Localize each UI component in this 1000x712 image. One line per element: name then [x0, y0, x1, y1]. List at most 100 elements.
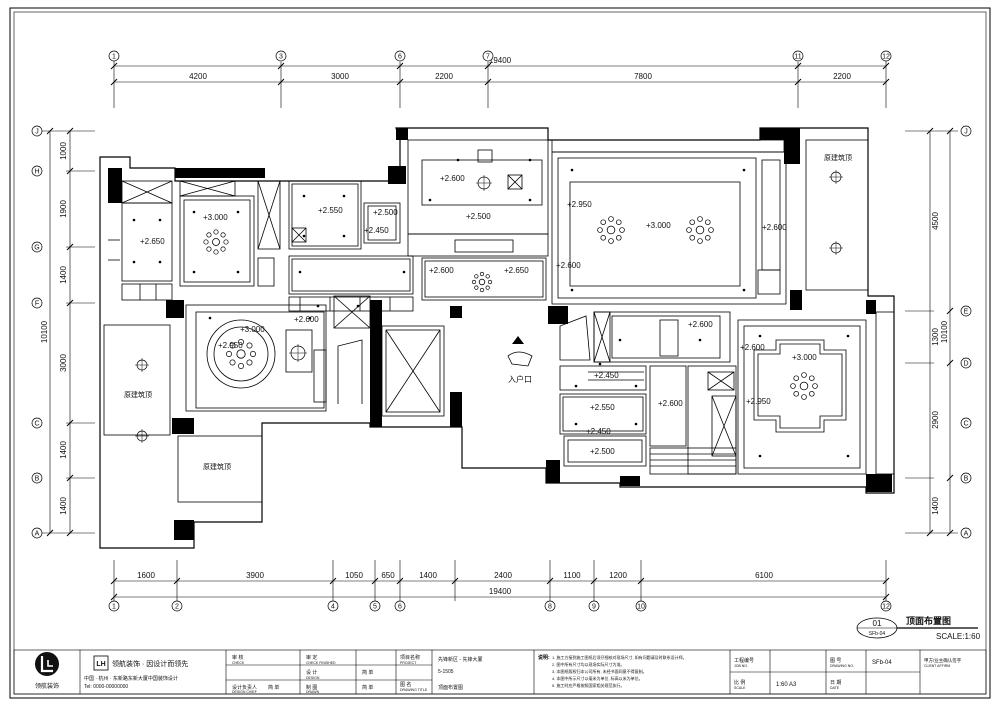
- height-label: +2.600: [740, 343, 765, 352]
- spot-light-icon: [308, 316, 312, 320]
- spot-light-icon: [570, 288, 574, 292]
- dim-right-3: 2900: [931, 411, 940, 429]
- drawing-title: 顶面布置图: [906, 615, 951, 626]
- spot-light-icon: [846, 454, 850, 458]
- svg-text:12: 12: [882, 54, 890, 61]
- cell-date: 日 期: [830, 680, 841, 686]
- svg-text:5: 5: [373, 604, 377, 611]
- chandelier-icon: [203, 229, 229, 255]
- svg-text:1: 1: [112, 54, 116, 61]
- height-label: +2.600: [658, 399, 683, 408]
- drawing-scale: SCALE:1:60: [936, 632, 981, 641]
- height-label: +2.500: [466, 212, 491, 221]
- floor-plan: [99, 127, 895, 549]
- cell-scale-en: SCALE: [734, 686, 746, 690]
- dim-bottom-6: 2400: [494, 571, 512, 580]
- cell-check-en: CHECK: [232, 661, 245, 665]
- original-ceiling-label-2: 原建筑顶: [124, 390, 152, 399]
- svg-text:LH: LH: [96, 661, 105, 668]
- original-ceiling-label-3: 原建筑顶: [203, 462, 231, 471]
- spot-light-icon: [298, 270, 302, 274]
- svg-text:1: 1: [112, 604, 116, 611]
- cell-design: 设 计: [306, 669, 317, 676]
- axis-bubble-left: F: [31, 297, 43, 309]
- height-label: +3.000: [646, 221, 671, 230]
- spot-light-icon: [132, 218, 136, 222]
- dimension-tick: [946, 529, 954, 537]
- cell-drawn-en: DRAWN: [306, 690, 320, 694]
- axis-bubble-bottom: 12: [880, 600, 892, 612]
- brand-name: 领航装饰: [35, 682, 59, 690]
- dim-right-1: 4500: [931, 212, 940, 230]
- height-label: +2.600: [294, 315, 319, 324]
- dim-top-3: 2200: [435, 72, 453, 81]
- dimension-tick: [46, 529, 54, 537]
- spot-light-icon: [236, 270, 240, 274]
- height-label: +2.650: [140, 237, 165, 246]
- svg-text:F: F: [35, 301, 39, 308]
- spot-light-icon: [356, 304, 360, 308]
- axis-bubble-top: 11: [792, 50, 804, 62]
- chandelier-icon: [790, 372, 818, 400]
- height-label: +2.600: [556, 261, 581, 270]
- dim-left-6: 1400: [59, 497, 68, 515]
- height-label: +2.500: [373, 208, 398, 217]
- cell-owner-en: DESIGN CHIEF: [232, 690, 257, 694]
- axis-bubble-left: B: [31, 472, 43, 484]
- axis-bubble-bottom: 6: [394, 600, 406, 612]
- axis-bubble-right: C: [960, 417, 972, 429]
- svg-text:3: 3: [279, 54, 283, 61]
- svg-text:C: C: [963, 421, 968, 428]
- axis-bubble-left: H: [31, 165, 43, 177]
- cell-sign-3: 简 单: [362, 684, 373, 691]
- spot-light-icon: [302, 234, 306, 238]
- dimension-tick: [66, 474, 74, 482]
- note-5: 5. 施工时应严格按照国家相关规范执行。: [552, 682, 624, 688]
- svg-text:6: 6: [398, 604, 402, 611]
- cell-project-en: PROJECT: [400, 661, 417, 665]
- spot-light-icon: [574, 422, 578, 426]
- drawing-title-block: 01 SFb-04 顶面布置图 SCALE:1:60: [856, 615, 981, 641]
- drawing-sheet-code: SFb-04: [869, 631, 886, 637]
- height-label: +2.600: [762, 223, 787, 232]
- dim-bottom-7: 1100: [563, 571, 581, 580]
- outer-border: [9, 7, 991, 699]
- height-label: +2.600: [688, 320, 713, 329]
- dimension-tick: [484, 78, 492, 86]
- dimension-tick: [173, 577, 181, 585]
- svg-text:11: 11: [794, 54, 801, 61]
- cell-date-en: DATE: [830, 686, 840, 690]
- company-address: 中国 · 杭州 · 东新路东新大厦中国装饰设计: [84, 675, 178, 682]
- dim-left-4: 3000: [59, 354, 68, 372]
- axis-bubble-bottom: 4: [327, 600, 339, 612]
- entrance-label: 入户口: [508, 374, 532, 384]
- height-label: +2.450: [586, 427, 611, 436]
- drawing-number: 01: [873, 619, 882, 628]
- axis-bubble-right: B: [960, 472, 972, 484]
- svg-text:H: H: [34, 169, 39, 176]
- dimension-tick: [66, 243, 74, 251]
- dimension-tick: [277, 62, 285, 70]
- height-label: +2.600: [429, 266, 454, 275]
- cell-scale: 比 例: [734, 679, 745, 686]
- dim-top-1: 4200: [189, 72, 207, 81]
- original-ceiling-label-1: 原建筑顶: [824, 153, 852, 162]
- cell-client-en: CLIENT AFFIRM: [924, 664, 950, 668]
- dim-left-3: 1400: [59, 266, 68, 284]
- spot-light-icon: [192, 210, 196, 214]
- dimension-tick: [946, 127, 954, 135]
- spot-light-icon: [598, 362, 602, 366]
- dim-bottom-total: 19400: [489, 587, 512, 596]
- dimension-tick: [66, 299, 74, 307]
- cell-job: 工程编号: [734, 657, 754, 664]
- axis-bubble-left: C: [31, 417, 43, 429]
- svg-text:6: 6: [398, 54, 402, 61]
- height-label: +2.950: [746, 397, 771, 406]
- cell-client: 甲方/业主确认签字: [924, 657, 962, 664]
- note-3: 3. 本图纸版权归本公司所有, 未经书面同意不得复制。: [552, 668, 647, 674]
- spot-light-icon: [236, 210, 240, 214]
- axis-bubble-bottom: 10: [635, 600, 647, 612]
- dimension-tick: [926, 127, 934, 135]
- axis-bubble-bottom: 1: [108, 600, 120, 612]
- dimension-tick: [546, 577, 554, 585]
